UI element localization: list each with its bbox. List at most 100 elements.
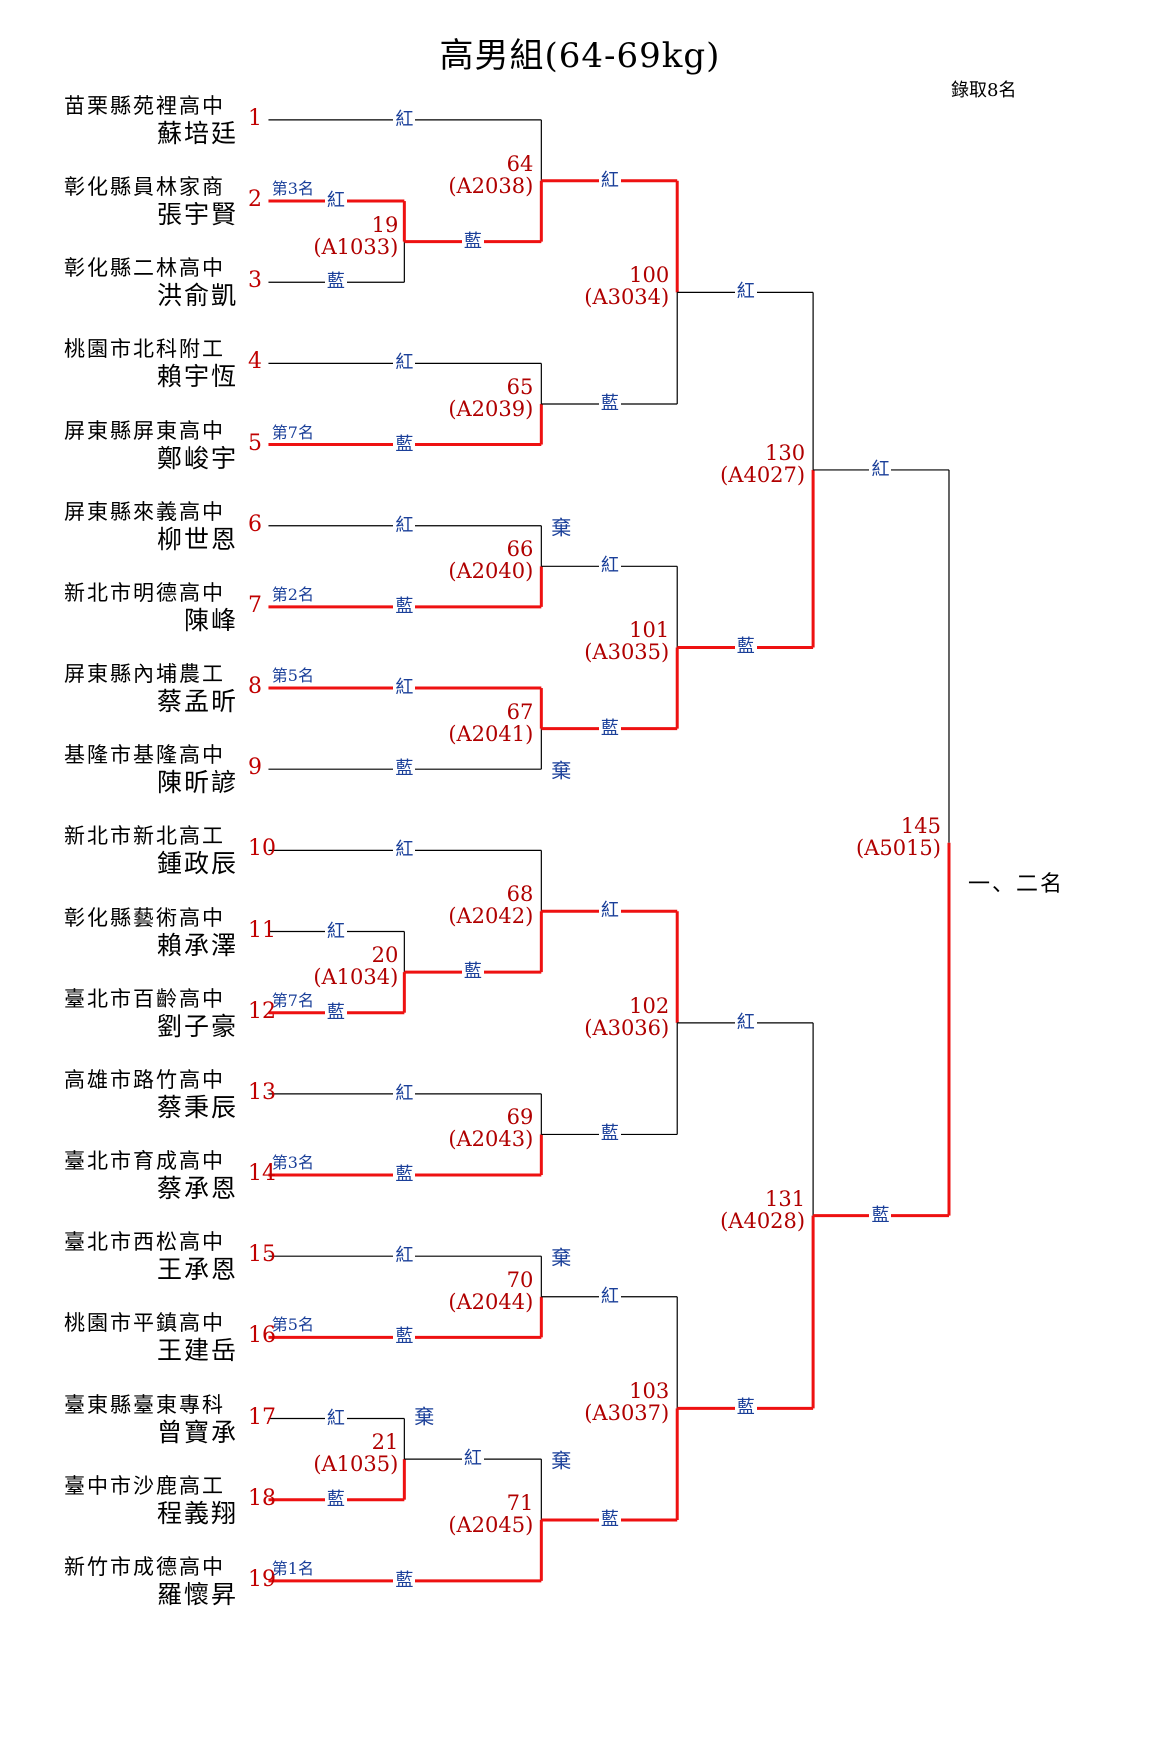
corner-blue-18: 藍: [324, 1488, 347, 1510]
match-number: 20: [371, 943, 399, 968]
corner-blue-m65: 藍: [393, 433, 416, 455]
seed-number-2: 2: [248, 187, 262, 213]
corner-blue-m100: 藍: [598, 392, 621, 414]
forfeit-mark-m21: 棄: [414, 1404, 435, 1429]
competitor-school-11: 彰化縣藝術高中: [64, 905, 225, 930]
competitor-name-3: 洪俞凱: [156, 281, 238, 311]
competitor-name-11: 賴承澤: [156, 930, 238, 960]
corner-red-17: 紅: [324, 1407, 347, 1429]
competitor-name-13: 蔡秉辰: [156, 1092, 238, 1122]
competitor-name-5: 鄭峻宇: [156, 443, 238, 473]
match-code: (A2039): [448, 396, 534, 421]
match-code: (A2042): [448, 904, 534, 929]
match-code: (A2041): [448, 721, 534, 746]
seed-number-15: 15: [248, 1242, 276, 1268]
match-code: (A2044): [448, 1289, 534, 1314]
competitor-school-6: 屏東縣來義高中: [64, 499, 225, 524]
match-number: 131: [765, 1186, 806, 1211]
match-label-131: 131(A4028): [665, 1188, 805, 1232]
match-number: 67: [506, 699, 534, 724]
competitor-name-15: 王承恩: [156, 1255, 238, 1285]
seed-number-18: 18: [248, 1485, 276, 1511]
competitor-name-12: 劉子豪: [156, 1011, 238, 1041]
match-label-100: 100(A3034): [529, 264, 669, 308]
corner-red-m101: 紅: [598, 555, 621, 577]
corner-blue-m70: 藍: [393, 1326, 416, 1348]
corner-red-m71: 紅: [461, 1448, 484, 1470]
match-code: (A1035): [313, 1452, 399, 1477]
forfeit-mark-m66: 棄: [551, 515, 572, 540]
corner-blue-m66: 藍: [393, 595, 416, 617]
match-code: (A3035): [584, 640, 670, 665]
final-rank-2: 第3名: [271, 179, 314, 199]
final-rank-5: 第7名: [271, 422, 314, 442]
competitor-school-10: 新北市新北高工: [64, 824, 225, 849]
competitor-school-18: 臺中市沙鹿高工: [64, 1473, 225, 1498]
forfeit-mark-m67: 棄: [551, 758, 572, 783]
corner-blue-m71: 藍: [393, 1569, 416, 1591]
final-rank-12: 第7名: [271, 990, 314, 1010]
corner-blue-m145: 藍: [869, 1204, 892, 1226]
page-title: 高男組(64-69kg): [439, 36, 721, 76]
forfeit-mark-m70: 棄: [551, 1245, 572, 1270]
seed-number-11: 11: [248, 917, 276, 943]
final-rank-7: 第2名: [271, 584, 314, 604]
competitor-name-17: 曾寶承: [156, 1417, 238, 1447]
seed-number-14: 14: [248, 1161, 276, 1187]
competitor-school-8: 屏東縣內埔農工: [64, 662, 225, 687]
corner-red-m131: 紅: [734, 1011, 757, 1033]
competitor-school-7: 新北市明德高中: [64, 580, 225, 605]
seed-number-3: 3: [248, 268, 262, 294]
seed-number-9: 9: [248, 755, 262, 781]
corner-blue-m130: 藍: [734, 636, 757, 658]
corner-blue-m103: 藍: [598, 1508, 621, 1530]
competitor-school-9: 基隆市基隆高中: [64, 743, 225, 768]
competitor-school-5: 屏東縣屏東高中: [64, 418, 225, 443]
match-code: (A2045): [448, 1512, 534, 1537]
seed-number-19: 19: [248, 1566, 276, 1592]
competitor-name-6: 柳世恩: [156, 524, 238, 554]
competitor-name-1: 蘇培廷: [156, 118, 238, 148]
corner-blue-m68: 藍: [461, 961, 484, 983]
match-code: (A1034): [313, 965, 399, 990]
match-number: 145: [900, 813, 941, 838]
competitor-name-9: 陳昕諺: [156, 768, 238, 798]
match-number: 21: [371, 1430, 399, 1455]
match-label-145: 145(A5015): [801, 815, 941, 859]
match-label-69: 69(A2043): [393, 1106, 533, 1150]
match-code: (A4027): [720, 462, 806, 487]
corner-red-m67: 紅: [393, 677, 416, 699]
match-code: (A3037): [584, 1401, 670, 1426]
corner-red-m100: 紅: [598, 169, 621, 191]
match-label-66: 66(A2040): [393, 538, 533, 582]
corner-blue-3: 藍: [324, 271, 347, 293]
match-code: (A2040): [448, 559, 534, 584]
competitor-name-19: 羅懷昇: [156, 1579, 238, 1609]
placement-quota: 錄取8名: [951, 80, 1017, 101]
seed-number-6: 6: [248, 511, 262, 537]
competitor-school-4: 桃園市北科附工: [64, 337, 225, 362]
match-number: 68: [506, 882, 534, 907]
final-placement-label: 一、二名: [968, 872, 1065, 897]
seed-number-12: 12: [248, 998, 276, 1024]
competitor-school-17: 臺東縣臺東專科: [64, 1392, 225, 1417]
competitor-name-16: 王建岳: [156, 1336, 238, 1366]
corner-red-m64: 紅: [393, 108, 416, 130]
match-number: 130: [765, 440, 806, 465]
match-label-68: 68(A2042): [393, 883, 533, 927]
seed-number-8: 8: [248, 674, 262, 700]
forfeit-mark-m71: 棄: [551, 1448, 572, 1473]
corner-red-m70: 紅: [393, 1245, 416, 1267]
match-label-20: 20(A1034): [258, 944, 398, 988]
match-number: 70: [506, 1267, 534, 1292]
competitor-name-14: 蔡承恩: [156, 1174, 238, 1204]
competitor-name-4: 賴宇恆: [156, 362, 238, 392]
competitor-name-18: 程義翔: [156, 1498, 238, 1528]
competitor-school-13: 高雄市路竹高中: [64, 1067, 225, 1092]
seed-number-4: 4: [248, 349, 262, 375]
match-number: 100: [629, 263, 670, 288]
match-code: (A2038): [448, 173, 534, 198]
corner-blue-m64: 藍: [461, 230, 484, 252]
corner-red-m65: 紅: [393, 352, 416, 374]
seed-number-7: 7: [248, 592, 262, 618]
